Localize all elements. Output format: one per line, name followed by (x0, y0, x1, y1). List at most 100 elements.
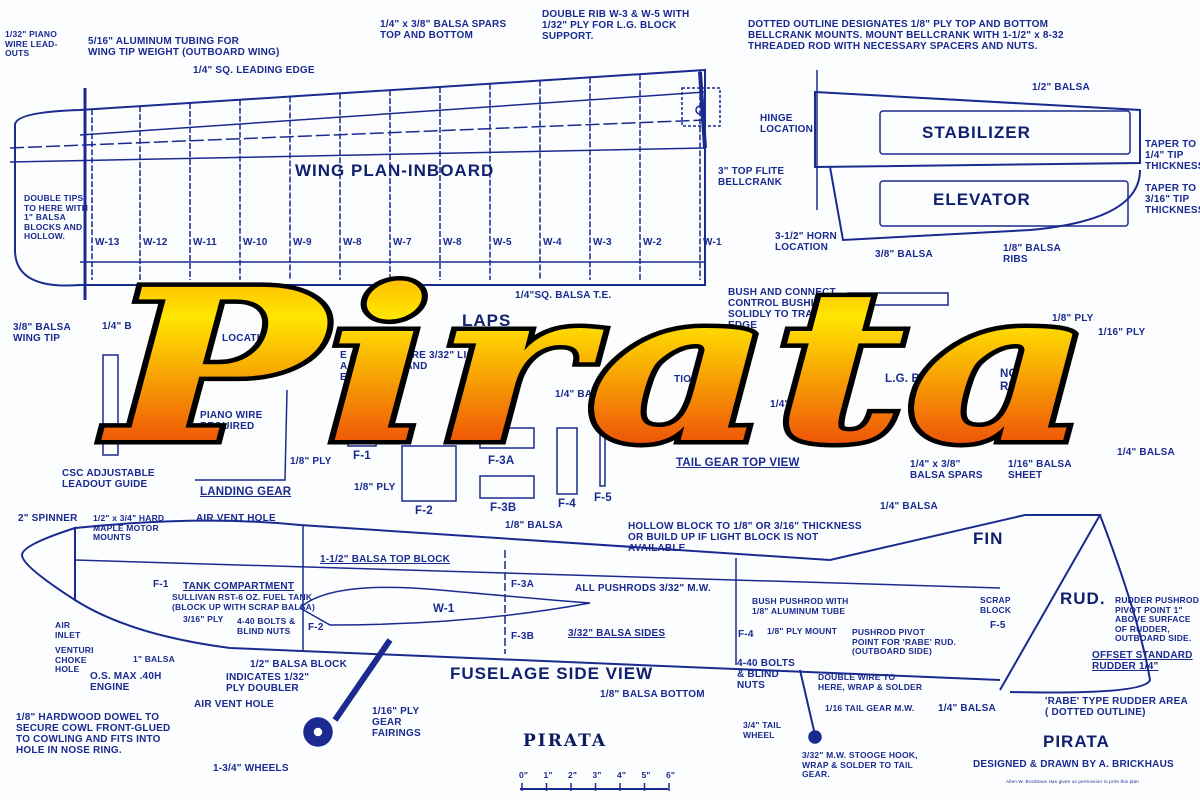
pirata-logo-text: Pirata (101, 243, 1093, 490)
pushrods-label: ALL PUSHRODS 3/32" M.W. (575, 583, 711, 594)
tail-wheel-label: 3/4" TAIL WHEEL (743, 720, 782, 740)
eighth-ply-label: 1/8" PLY (1052, 313, 1094, 324)
gear-fairings-label: 1/16" PLY GEAR FAIRINGS (372, 706, 421, 739)
rib-label: W-7 (393, 237, 412, 248)
scale-label: 1" (543, 770, 553, 780)
scale-label: 2" (568, 770, 578, 780)
tank-compartment-label: TANK COMPARTMENT (183, 581, 295, 592)
wing-plan-title: WING PLAN-INBOARD (295, 161, 495, 180)
pirata-nameplate: PIRATA (523, 731, 608, 751)
fus-f2: F-2 (308, 622, 324, 633)
spinner-label: 2" SPINNER (18, 513, 78, 524)
tail-gear-top-title: TAIL GEAR TOP VIEW (676, 457, 800, 469)
piano-wire-label: 1/32" PIANO WIRE LEAD- OUTS (5, 29, 58, 58)
sq-le-label: 1/4" SQ. L.E. (770, 399, 833, 410)
quarter-balsa-right: 1/4" BALSA (1117, 447, 1175, 458)
sixteenth-ply-label: 1/16" PLY (1098, 327, 1146, 338)
top-block-label: 1-1/2" BALSA TOP BLOCK (320, 554, 451, 565)
rib-label: W-13 (95, 237, 120, 248)
fus-f1: F-1 (153, 579, 169, 590)
designer-credit: DESIGNED & DRAWN BY A. BRICKHAUS (973, 759, 1174, 770)
bellcrank-note: DOTTED OUTLINE DESIGNATES 1/8" PLY TOP A… (748, 19, 1064, 52)
motor-mounts-label: 1/2" x 3/4" HARD MAPLE MOTOR MOUNTS (93, 513, 165, 542)
scale-label: 4" (617, 770, 627, 780)
piano-required-label: PIANO WIRE REQUIRED (200, 410, 263, 432)
offset-rudder-label: OFFSET STANDARD RUDDER 1/4" (1092, 650, 1193, 672)
horn-label: 3-1/2" HORN LOCATION (775, 231, 837, 253)
bellcrank-label: 3" TOP FLITE BELLCRANK (718, 166, 785, 188)
tail-ribs-label: 1/8" BALSA RIBS (1003, 243, 1061, 265)
vent-bottom-label: AIR VENT HOLE (194, 699, 274, 710)
hinge-label: HINGE LOCATION (760, 113, 814, 135)
bolts-label: 4-40 BOLTS & BLIND NUTS (237, 616, 296, 636)
rib-label: W-1 (703, 237, 722, 248)
double-rib-label: DOUBLE RIB W-3 & W-5 WITH 1/32" PLY FOR … (542, 9, 690, 42)
fuselage-outline (20, 514, 1152, 747)
tion-fragment: TION (674, 374, 699, 385)
part-f1: F-1 (353, 450, 371, 462)
rib-label: W-4 (543, 237, 562, 248)
pivot-rabe-label: PUSHROD PIVOT POINT FOR 'RABE' RUD. (OUT… (852, 627, 957, 656)
half-block-label: 1/2" BALSA BLOCK (250, 659, 348, 670)
scale-label: 5" (641, 770, 651, 780)
fin-title: FIN (973, 529, 1004, 548)
stabilizer-elevator-outline (814, 70, 1141, 242)
wheels-label: 1-3/4" WHEELS (213, 763, 289, 774)
trailing-edge-label: 1/4"SQ. BALSA T.E. (515, 290, 612, 301)
quarter-balsa-bottom: 1/4" BALSA (938, 703, 996, 714)
air-inlet-label: AIR INLET (55, 620, 81, 640)
part-f4: F-4 (558, 498, 576, 510)
balsa-bottom-label: 1/8" BALSA BOTTOM (600, 689, 705, 700)
part-f2: F-2 (415, 505, 433, 517)
former-parts (102, 292, 949, 502)
wing-plan-outline (9, 68, 706, 300)
fus-f3b: F-3B (511, 631, 535, 642)
rib-section-label: W-1 (925, 430, 947, 442)
balsa-sheet-label: 1/16" BALSA SHEET (1008, 459, 1072, 481)
rabe-area-label: 'RABE' TYPE RUDDER AREA ( DOTTED OUTLINE… (1045, 696, 1188, 718)
part-f3b: F-3B (490, 502, 517, 514)
scrap-block-label: SCRAP BLOCK (980, 595, 1012, 615)
part-f5: F-5 (594, 492, 612, 504)
plan-title: PIRATA (1043, 732, 1110, 751)
ply-f1-label: 1/8" PLY (290, 456, 332, 467)
leading-edge-label: 1/4" SQ. LEADING EDGE (193, 65, 315, 76)
rib-label: W-2 (643, 237, 662, 248)
stooge-hook-label: 3/32" M.W. STOOGE HOOK, WRAP & SOLDER TO… (802, 750, 918, 779)
vent-top-label: AIR VENT HOLE (196, 513, 276, 524)
venturi-label: VENTURI CHOKE HOLE (55, 645, 94, 674)
eighth-balsa-label: 1/8" BALSA (505, 520, 563, 531)
spars-label: 1/4" x 3/8" BALSA SPARS TOP AND BOTTOM (380, 19, 507, 41)
wing-tip-label: 3/8" BALSA WING TIP (13, 322, 71, 344)
bush-pushrod-label: BUSH PUSHROD WITH 1/8" ALUMINUM TUBE (752, 596, 849, 616)
scale-label: 0" (519, 770, 529, 780)
stabilizer-title: STABILIZER (922, 123, 1031, 142)
tubing-label: 5/16" ALUMINUM TUBING FOR WING TIP WEIGH… (88, 36, 280, 58)
rudder-pivot-label: RUDDER PUSHROD PIVOT POINT 1" ABOVE SURF… (1115, 595, 1200, 643)
bolts2-label: 4-40 BOLTS & BLIND NUTS (737, 658, 795, 691)
wing-spars-label: 1/4" x 3/8" BALSA SPARS (910, 459, 983, 481)
tail-gear-mw-label: 1/16 TAIL GEAR M.W. (825, 703, 915, 713)
quarter-bals-label: 1/4" BALS (555, 389, 606, 400)
wing-ribs (91, 70, 701, 280)
bush-label: BUSH AND CONNECT CONTROL BUSHINGS SOLIDL… (728, 287, 841, 331)
fus-f5: F-5 (990, 620, 1006, 631)
taper-3-16-label: TAPER TO 3/16" TIP THICKNESS (1145, 183, 1200, 216)
bellcrank-drawing (681, 71, 721, 149)
nose-ring-label: NOSE RING (1000, 368, 1034, 393)
quarter-b-label: 1/4" B (102, 321, 132, 332)
csc-guide-label: CSC ADJUSTABLE LEADOUT GUIDE (62, 468, 155, 490)
ply-mount-label: 1/8" PLY MOUNT (767, 626, 838, 636)
lg-block-label: L.G. BLOCK (885, 373, 954, 385)
dowel-label: 1/8" HARDWOOD DOWEL TO SECURE COWL FRONT… (16, 712, 171, 756)
fus-f4: F-4 (738, 629, 754, 640)
scale-bar (520, 783, 670, 791)
double-tips-label: DOUBLE TIPS TO HERE WITH 1" BALSA BLOCKS… (24, 193, 89, 241)
quarter-balsa-fin: 1/4" BALSA (880, 501, 938, 512)
rib-label: W-10 (243, 237, 268, 248)
part-f3a: F-3A (488, 455, 515, 467)
elevator-title: ELEVATOR (933, 190, 1031, 209)
